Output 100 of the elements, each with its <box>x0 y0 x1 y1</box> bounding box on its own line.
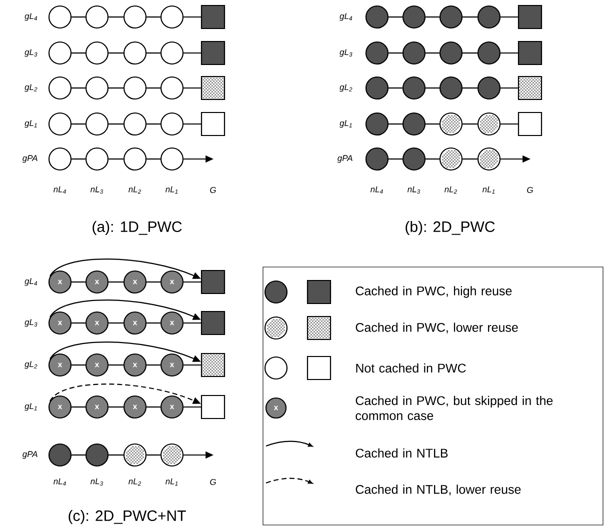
legend-text: Cached in NTLB, lower reuse <box>356 484 521 496</box>
row-label: gL$_{2}$ <box>340 84 352 92</box>
connector-line <box>108 158 124 160</box>
connector-line <box>108 123 124 125</box>
node-circle <box>402 147 426 171</box>
node-circle <box>48 147 72 171</box>
column-label: nL$_{1}$ <box>482 186 495 194</box>
row-label: gL$_{2}$ <box>24 361 38 369</box>
node-circle <box>123 41 147 65</box>
connector-line <box>108 322 124 324</box>
connector-line <box>184 364 201 366</box>
connector-line <box>108 406 124 408</box>
connector-line <box>426 52 440 54</box>
connector-line <box>462 123 478 125</box>
row-label: gL$_{1}$ <box>24 403 37 411</box>
panel-caption: (c): 2D_PWC+NT <box>68 510 186 524</box>
node-circle <box>160 443 184 467</box>
node-circle <box>365 5 389 29</box>
node-square <box>200 352 226 378</box>
row-label: gL$_{4}$ <box>340 13 352 21</box>
connector-line <box>72 16 86 18</box>
column-label: nL$_{4}$ <box>54 186 66 194</box>
connector-line <box>184 123 201 125</box>
connector-line <box>462 52 478 54</box>
connector-line <box>388 123 402 125</box>
legend-text: Not cached in PWC <box>356 363 466 373</box>
connector-line <box>462 158 478 160</box>
node-circle <box>123 112 147 136</box>
node-circle <box>439 147 463 171</box>
connector-line <box>426 158 440 160</box>
node-circle <box>402 76 426 100</box>
node-circle <box>123 147 147 171</box>
connector-line <box>388 87 402 89</box>
node-circle <box>477 41 501 65</box>
node-circle <box>402 5 426 29</box>
node-circle <box>48 5 72 29</box>
connector-line <box>146 322 160 324</box>
connector-line <box>184 322 201 324</box>
node-circle <box>477 5 501 29</box>
connector-line <box>72 158 86 160</box>
node-square <box>518 76 542 100</box>
connector-line <box>184 281 201 283</box>
node-circle <box>160 76 184 100</box>
connector-line <box>146 158 160 160</box>
panel-caption: (b): 2D_PWC <box>406 221 495 235</box>
connector-line <box>72 87 86 89</box>
connector-line <box>108 87 124 89</box>
node-circle <box>160 112 184 136</box>
connector-line <box>146 406 160 408</box>
connector-line <box>184 52 201 54</box>
row-label: gL$_{3}$ <box>24 319 38 327</box>
row-label: gPA <box>22 451 38 459</box>
column-label: nL$_{4}$ <box>54 478 66 486</box>
legend-text: Cached in PWC, lower reuse <box>356 322 518 334</box>
column-label: nL$_{3}$ <box>90 478 104 486</box>
node-square <box>518 4 542 30</box>
node-circle <box>365 147 389 171</box>
column-label: nL$_{3}$ <box>90 186 104 194</box>
node-circle <box>48 112 72 136</box>
node-circle <box>85 112 109 136</box>
row-label: gL$_{4}$ <box>24 278 38 286</box>
node-circle <box>365 76 389 100</box>
connector-line <box>72 281 86 283</box>
connector-line <box>72 364 86 366</box>
row-label: gL$_{3}$ <box>24 49 38 57</box>
row-label: gL$_{4}$ <box>24 13 38 21</box>
connector-line <box>146 454 160 456</box>
legend-text: Cached in NTLB <box>356 448 448 458</box>
column-label: nL$_{1}$ <box>166 186 178 194</box>
node-square <box>200 4 226 30</box>
node-square <box>200 310 226 336</box>
connector-line <box>146 52 160 54</box>
connector-line <box>72 52 86 54</box>
column-label: G <box>527 187 533 193</box>
connector-line <box>72 322 86 324</box>
connector-line <box>500 123 518 125</box>
node-circle <box>439 5 463 29</box>
connector-line <box>388 158 402 160</box>
row-label: gPA <box>22 155 38 163</box>
column-label: nL$_{2}$ <box>128 186 142 194</box>
node-circle <box>477 76 501 100</box>
column-label: nL$_{4}$ <box>370 186 383 194</box>
legend-text: Cached in PWC, but skipped in the common case <box>356 396 553 420</box>
node-square <box>200 394 226 420</box>
row-label: gPA <box>337 155 352 163</box>
column-label: nL$_{2}$ <box>444 186 458 194</box>
node-circle <box>365 41 389 65</box>
node-circle <box>160 41 184 65</box>
node-circle <box>365 112 389 136</box>
connector-line <box>146 16 160 18</box>
legend-text: Cached in PWC, high reuse <box>356 286 512 298</box>
node-circle <box>48 41 72 65</box>
connector-line <box>146 87 160 89</box>
connector-line <box>462 87 478 89</box>
connector-line <box>462 16 478 18</box>
connector-line <box>72 406 86 408</box>
connector-line <box>184 16 201 18</box>
connector-line <box>500 52 518 54</box>
connector-line <box>72 454 86 456</box>
node-circle <box>477 112 501 136</box>
